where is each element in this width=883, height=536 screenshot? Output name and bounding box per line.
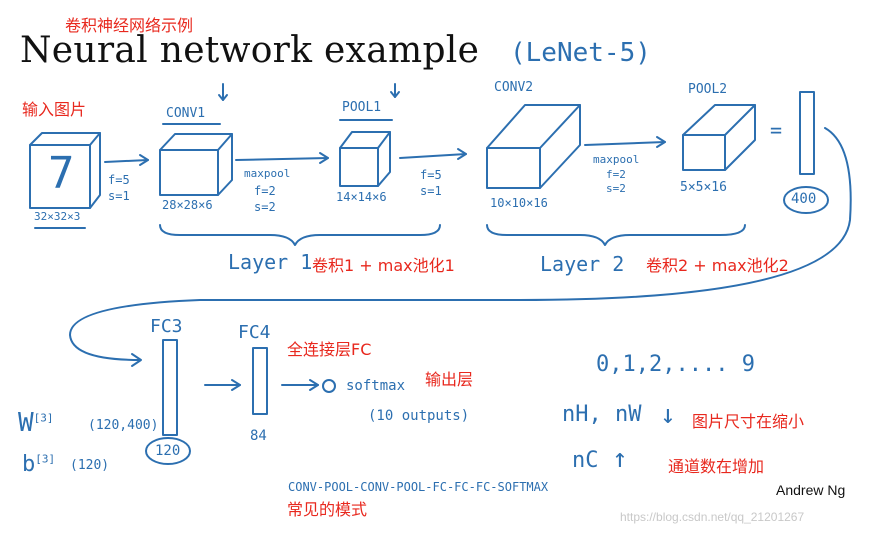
pool1-dims: 14×14×6: [336, 190, 387, 204]
layer2-label: Layer 2: [540, 252, 625, 276]
pattern-cn: 常见的模式: [287, 500, 368, 519]
pool2-dims: 5×5×16: [680, 180, 727, 195]
weights-b: b[3]: [22, 452, 56, 477]
title-cn: 卷积神经网络示例: [65, 16, 194, 35]
pool1-params-1: s=2: [254, 200, 276, 214]
fc-label-cn: 全连接层FC: [287, 340, 372, 359]
count-400-ring: [783, 186, 829, 214]
softmax-node: [322, 379, 336, 393]
output-sub: (10 outputs): [368, 408, 470, 424]
flatten-count: 400: [791, 191, 817, 207]
fc4-count: 84: [250, 428, 267, 444]
layer-arrows: [104, 136, 666, 166]
pool2-params-1: s=2: [606, 182, 626, 195]
conv1-params-0: f=5: [108, 173, 130, 187]
nh-nw-cn: 图片尺寸在缩小: [692, 412, 805, 431]
conv1-params-1: s=1: [108, 189, 130, 203]
fc3-column: [162, 339, 178, 436]
conv1-cube: [159, 133, 233, 196]
pool2-cube: [682, 104, 756, 171]
pool1-cube: [339, 131, 391, 187]
weights-w: W[3]: [18, 408, 54, 438]
class-list: 0,1,2,.... 9: [596, 352, 755, 377]
conv2-dims: 10×10×16: [490, 196, 548, 210]
flatten-equals: =: [770, 118, 783, 142]
layer2-cn: 卷积2 + max池化2: [646, 256, 789, 275]
weights-b-dims: (120): [70, 458, 110, 473]
pool2-label: POOL2: [688, 82, 728, 97]
pool1-params-0: f=2: [254, 184, 276, 198]
input-dims: 32×32×3: [34, 210, 81, 223]
fc4-column: [252, 347, 268, 415]
pool2-params-0: f=2: [606, 168, 626, 181]
pool1-label: POOL1: [342, 100, 382, 115]
pool2-op: maxpool: [593, 153, 640, 166]
nc-arrow: ↑: [612, 444, 628, 474]
nc-cn: 通道数在增加: [668, 457, 765, 476]
layer1-cn: 卷积1 + max池化1: [312, 256, 455, 275]
conv2-params-1: s=1: [420, 184, 442, 198]
fc3-label: FC3: [150, 316, 183, 337]
output-text: softmax: [346, 378, 406, 394]
input-label-cn: 输入图片: [22, 100, 87, 119]
input-image-box: [29, 132, 101, 209]
conv2-params-0: f=5: [420, 168, 442, 182]
layer-braces: [159, 224, 746, 246]
output-cn: 输出层: [425, 370, 474, 389]
nh-nw: nH, nW: [562, 402, 642, 427]
input-digit: 7: [48, 148, 75, 199]
credit: Andrew Ng: [776, 482, 846, 498]
connector-curve: [69, 127, 852, 361]
fc4-label: FC4: [238, 322, 271, 343]
count-120-ring: [145, 437, 191, 465]
conv2-label: CONV2: [494, 80, 534, 95]
watermark: https://blog.csdn.net/qq_21201267: [620, 510, 805, 524]
conv1-label: CONV1: [166, 106, 206, 121]
page-title: Neural network example: [20, 30, 480, 71]
nh-nw-arrow: ↓: [660, 400, 676, 430]
weights-w-dims: (120,400): [88, 418, 159, 433]
pattern-text: CONV-POOL-CONV-POOL-FC-FC-FC-SOFTMAX: [288, 480, 549, 494]
conv1-dims: 28×28×6: [162, 198, 213, 212]
layer1-label: Layer 1: [228, 250, 313, 274]
pool1-op: maxpool: [244, 167, 291, 180]
fc3-count: 120: [155, 443, 181, 459]
nc: nC: [572, 448, 599, 473]
flatten-column: [799, 91, 815, 175]
conv2-cube: [486, 104, 581, 189]
subtitle: (LeNet-5): [510, 38, 651, 68]
indicator-arrows: [218, 83, 400, 101]
